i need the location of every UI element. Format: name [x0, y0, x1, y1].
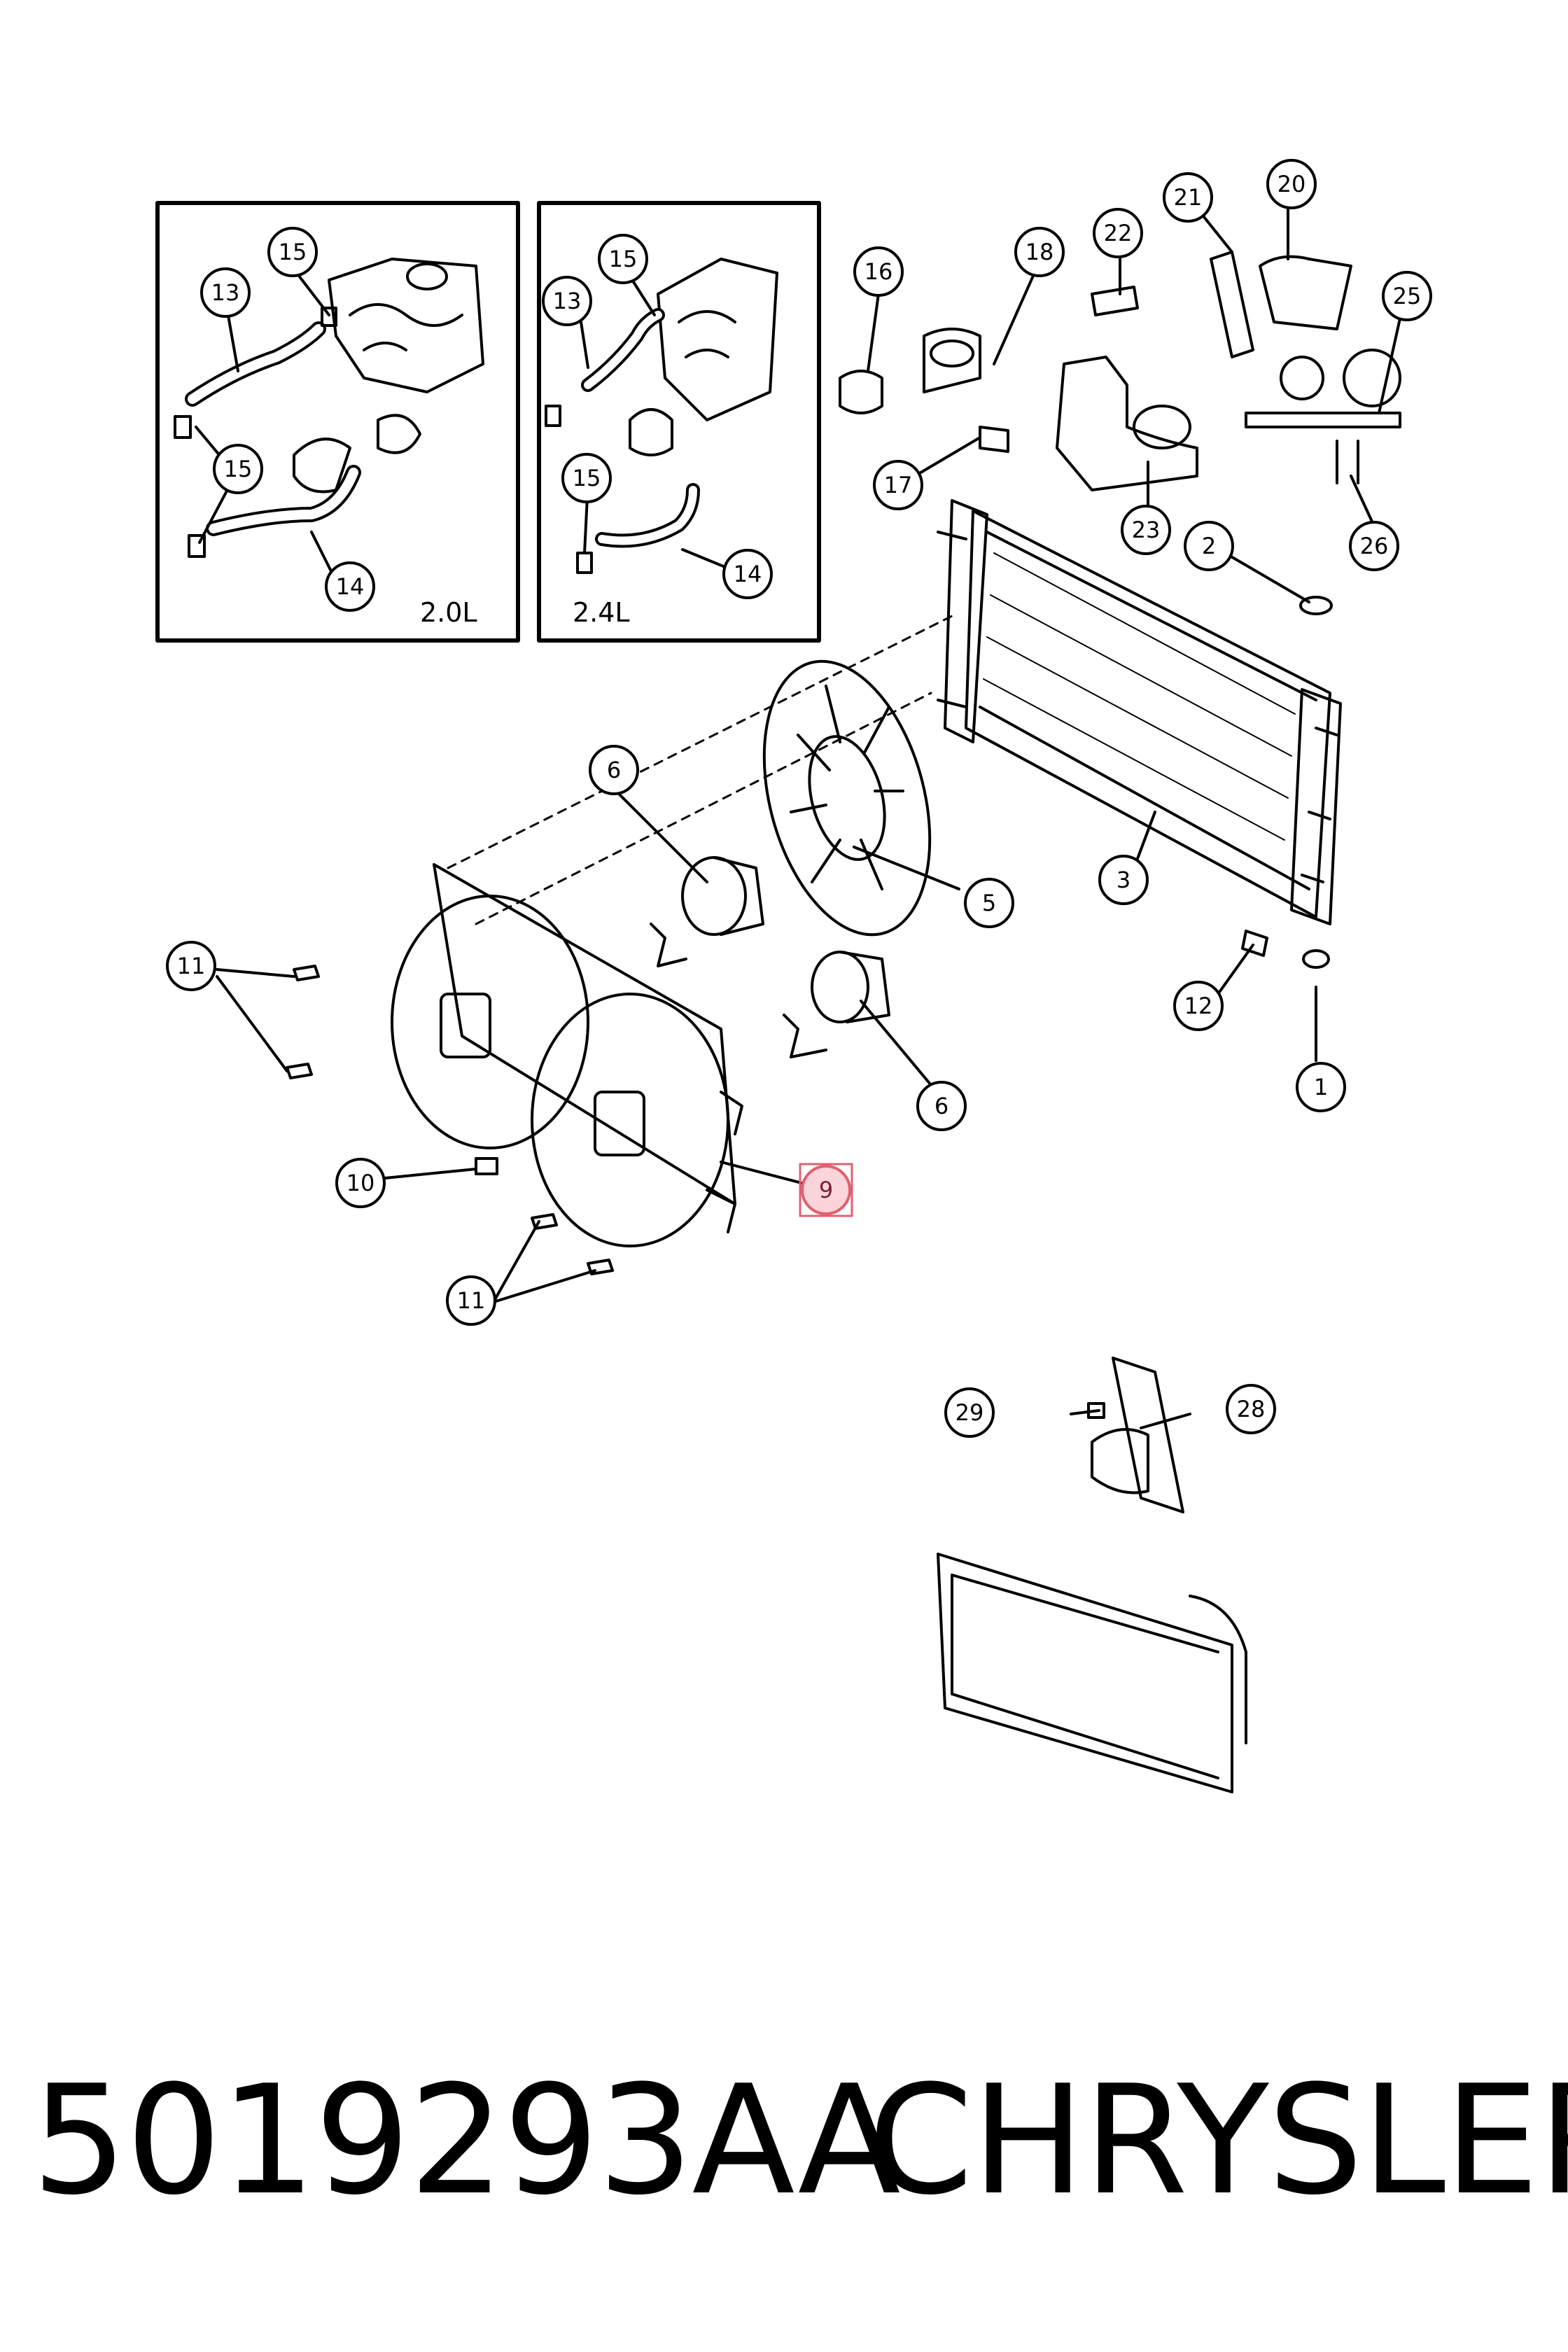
callout-15c-label: 15 [609, 246, 638, 272]
callout-15b [213, 444, 263, 494]
callout-6b [916, 1081, 967, 1131]
callout-22 [1093, 208, 1143, 258]
callout-21 [1163, 172, 1213, 223]
callout-20 [1266, 159, 1317, 209]
callout-13a [200, 267, 251, 318]
callout-15a-label: 15 [279, 239, 307, 265]
callout-23 [1121, 505, 1171, 555]
callout-10-label: 10 [346, 1170, 375, 1196]
callout-6a-label: 6 [607, 757, 621, 783]
callout-14b [722, 549, 773, 599]
callout-25-label: 25 [1393, 283, 1422, 309]
small-parts [286, 596, 1333, 1275]
callout-28-label: 28 [1237, 1396, 1266, 1422]
callout-18-label: 18 [1026, 239, 1054, 265]
callout-9-highlight [799, 1163, 853, 1217]
part-number: 5019293AA [31, 2052, 901, 2228]
callout-17 [873, 460, 923, 510]
fan-shroud [391, 863, 743, 1247]
callout-26-label: 26 [1360, 533, 1389, 559]
radiator [937, 499, 1342, 925]
water-outlet-parts [839, 251, 1401, 491]
callout-18 [1014, 227, 1065, 277]
inset-2-0l [155, 201, 520, 643]
callout-28 [1226, 1384, 1276, 1434]
callout-12-label: 12 [1184, 993, 1213, 1019]
callout-9 [801, 1165, 851, 1215]
callout-labels: 13 15 15 14 13 15 15 14 16 18 22 21 20 2… [177, 171, 1422, 1426]
callout-15d [561, 453, 612, 503]
callout-3 [1098, 855, 1149, 905]
callout-11b-label: 11 [457, 1287, 486, 1314]
callout-14a [325, 561, 375, 612]
callout-15b-label: 15 [224, 456, 253, 482]
callout-22-label: 22 [1104, 220, 1133, 246]
inset-2-4l [537, 201, 821, 643]
alignment-lines [447, 615, 953, 925]
callout-25 [1382, 271, 1432, 321]
brand-name: CHRYSLER [868, 2052, 1568, 2228]
callout-2 [1184, 521, 1234, 571]
fan-motor-upper [650, 856, 764, 967]
fan-blade [762, 659, 932, 937]
callout-1-label: 1 [1314, 1074, 1328, 1100]
radiator-bracket-view [937, 1357, 1247, 1793]
callout-11a [166, 941, 216, 991]
callout-13b-label: 13 [553, 288, 582, 314]
inset-2-0l-callouts [195, 268, 334, 575]
callout-5 [964, 878, 1014, 928]
callout-17-label: 17 [884, 472, 913, 498]
inset-label-2-0l: 2.0L [420, 597, 477, 628]
callout-5-label: 5 [982, 890, 996, 916]
callout-20-label: 20 [1278, 171, 1306, 197]
callouts [166, 159, 1432, 1438]
callout-11b [446, 1275, 496, 1326]
fan-motor-lower [783, 951, 890, 1058]
callout-2-label: 2 [1202, 533, 1216, 559]
callout-16-label: 16 [864, 258, 893, 285]
callout-29 [944, 1387, 995, 1438]
callout-13b [542, 276, 592, 326]
callout-15d-label: 15 [573, 465, 601, 491]
callout-14a-label: 14 [336, 573, 365, 600]
callout-23-label: 23 [1132, 517, 1161, 543]
callout-13a-label: 13 [211, 279, 240, 306]
callout-26 [1349, 521, 1399, 571]
callout-3-label: 3 [1116, 867, 1130, 893]
callout-14b-label: 14 [734, 561, 762, 587]
callout-6a [589, 745, 639, 795]
callout-15a [267, 227, 318, 277]
callout-12 [1173, 981, 1224, 1031]
callout-6b-label: 6 [934, 1093, 948, 1119]
callout-1 [1296, 1062, 1346, 1112]
callout-11a-label: 11 [177, 953, 206, 979]
callout-21-label: 21 [1174, 184, 1203, 211]
inset-label-2-4l: 2.4L [573, 597, 630, 628]
callout-15c [598, 234, 648, 284]
leader-lines [216, 198, 1401, 1303]
callout-16 [853, 246, 904, 297]
callout-9-label: 9 [819, 1177, 833, 1203]
callout-10 [335, 1158, 386, 1208]
callout-29-label: 29 [955, 1399, 984, 1426]
